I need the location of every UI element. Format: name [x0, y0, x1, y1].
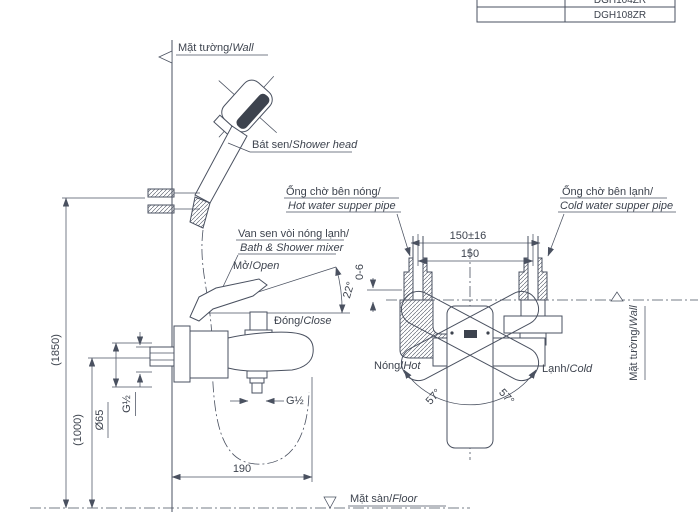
- shower-handle: [194, 125, 248, 204]
- open-label-vi: Mở/: [233, 260, 253, 272]
- cold-flange: [503, 315, 563, 334]
- mixer-lever: [189, 278, 268, 322]
- open-angle-value: 22°: [341, 280, 357, 299]
- close-label: Đóng/Close: [274, 315, 331, 327]
- wall-label-vi: Mặt tường/: [178, 42, 233, 54]
- outlet-ring-1: [246, 370, 268, 379]
- shower-head-label-en: Shower head: [292, 139, 358, 151]
- pivot-dot-left: [450, 331, 454, 335]
- mixer-label-vi: Van sen vòi nóng lạnh/: [238, 228, 350, 240]
- diverter-knob: [249, 311, 268, 331]
- hot-label-vi: Nóng/: [374, 360, 404, 372]
- shower-hose: [201, 229, 310, 465]
- model-table: DGH104ZR DGH108ZR: [476, 0, 676, 23]
- cold-label-en: Cold: [570, 363, 594, 375]
- dim-150tol-value: 150±16: [450, 230, 487, 242]
- wall-label-top-en: Wall: [628, 305, 640, 327]
- outlet-pipe: [251, 382, 263, 394]
- hot-label-en: Hot: [403, 360, 421, 372]
- floor-level-icon: [323, 496, 337, 509]
- floor-label: Mặt sàn/Floor: [350, 493, 419, 505]
- close-label-vi: Đóng/: [274, 315, 304, 327]
- swing-right-value: 57°: [496, 387, 516, 407]
- hot-label: Nóng/Hot: [374, 360, 421, 372]
- pivot-dot-right: [486, 331, 490, 335]
- shower-head-leader: [227, 142, 251, 153]
- wall-flange: [173, 325, 191, 383]
- cold-pipe-label-vi: Ống chờ bên lạnh/: [562, 184, 654, 198]
- cold-label-vi: Lạnh/: [542, 363, 570, 375]
- floor-label-en: Floor: [392, 493, 418, 505]
- close-label-en: Close: [303, 315, 331, 327]
- swing-arc: [403, 369, 537, 406]
- model-table-border: [476, 0, 676, 23]
- shower-head-label-vi: Bát sen/: [252, 139, 293, 151]
- dim-flange-value: Ø65: [94, 410, 106, 431]
- bracket-screw-bottom: [147, 204, 175, 214]
- spout: [227, 331, 314, 372]
- shower-head-label: Bát sen/Shower head: [252, 139, 358, 151]
- mixer-leader: [220, 254, 239, 292]
- open-angle-arc: [335, 266, 346, 314]
- cold-label: Lạnh/Cold: [542, 363, 593, 375]
- wall-label: Mặt tường/Wall: [178, 42, 254, 54]
- wall-arrow-icon: [158, 50, 173, 64]
- hot-pipe-label-vi: Ống chờ bên nóng/: [286, 184, 382, 198]
- outlet-ring-2: [249, 377, 265, 384]
- cold-pipe-bore: [528, 236, 538, 300]
- side-view: Mặt tường/Wall Bát sen/Shower head Van s…: [30, 40, 470, 512]
- model-row-1: DGH104ZR: [594, 0, 646, 6]
- wall-label-en: Wall: [232, 42, 254, 54]
- dim-inlet-thread-value: G½: [121, 395, 133, 413]
- cold-pipe-leader: [547, 213, 565, 257]
- top-view: Mặt tường/Wall Ống chờ bên nóng/ Hot wat…: [284, 184, 698, 460]
- dim-06-value: 0-6: [354, 264, 366, 280]
- lever-pivot: [464, 330, 477, 338]
- wall-label-top-vi: Mặt tường/: [628, 326, 640, 381]
- mixer-label-en: Bath & Shower mixer: [240, 242, 345, 254]
- hot-pipe-leader: [396, 213, 411, 257]
- hose-nut: [189, 196, 211, 229]
- bracket-screw-top: [147, 188, 175, 198]
- floor-label-vi: Mặt sàn/: [350, 493, 393, 505]
- open-label: Mở/Open: [233, 260, 279, 272]
- swing-left-value: 57°: [424, 387, 444, 407]
- outlet-thread-label: G½: [286, 395, 304, 407]
- hot-pipe-label-en: Hot water supper pipe: [288, 200, 396, 212]
- cold-connector: [520, 299, 546, 317]
- mixer-body: [189, 330, 229, 379]
- cold-pipe-label-en: Cold water supper pipe: [560, 200, 673, 212]
- dim-190-value: 190: [233, 463, 251, 475]
- wall-label-top-view: Mặt tường/Wall: [628, 305, 640, 381]
- mixer-body-top-view: [446, 305, 494, 449]
- dim-1850-value: (1850): [50, 334, 62, 366]
- dim-1000-value: (1000): [72, 414, 84, 446]
- head-spray-face: [236, 93, 270, 129]
- wall-level-icon: [610, 291, 624, 302]
- open-label-en: Open: [252, 260, 279, 272]
- inlet-nut: [149, 346, 175, 367]
- model-row-2: DGH108ZR: [594, 10, 646, 21]
- hot-pipe-bore: [413, 236, 423, 300]
